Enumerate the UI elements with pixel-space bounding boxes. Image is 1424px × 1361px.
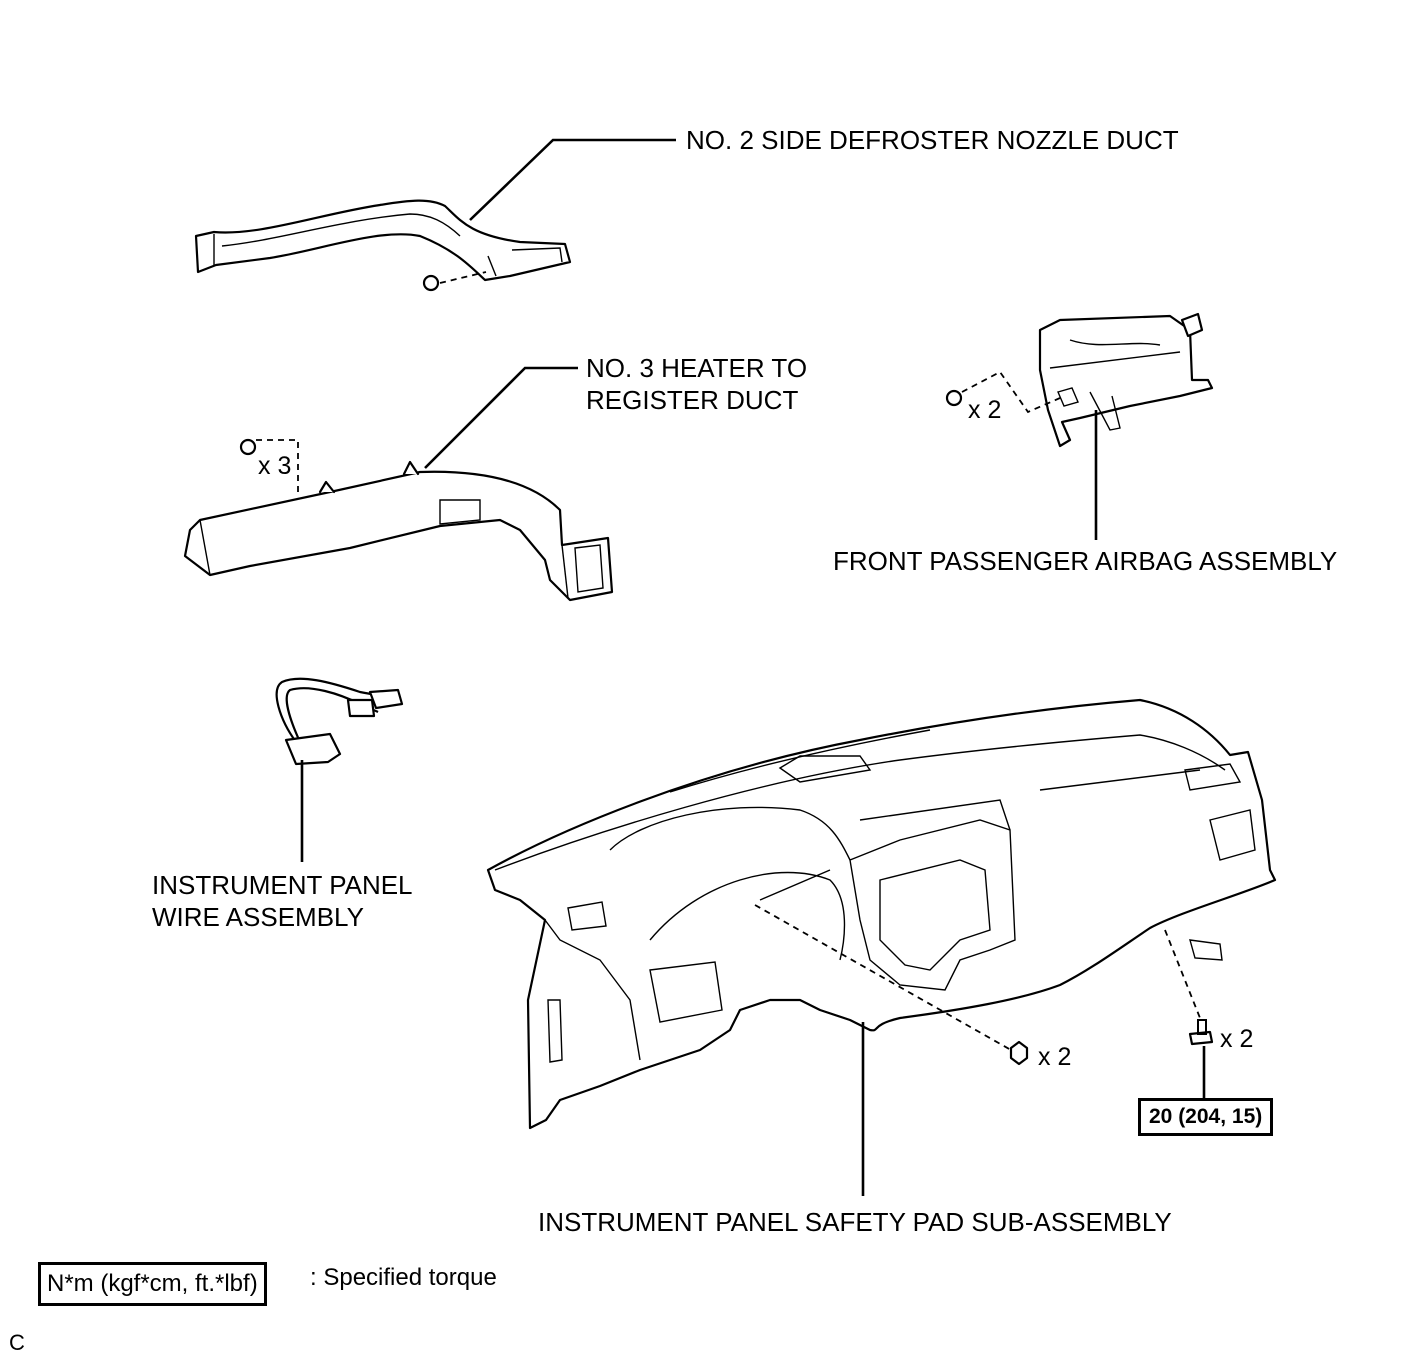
label-heater-duct: NO. 3 HEATER TO REGISTER DUCT <box>586 353 808 415</box>
corner-mark: C <box>9 1330 25 1355</box>
torque-spec-box: 20 (204, 15) <box>1138 1098 1274 1136</box>
defroster-duct-drawing <box>194 199 572 292</box>
safety-pad-drawing <box>486 698 1277 1130</box>
heater-leader <box>424 366 578 469</box>
quantity-pad-nuts: x 2 <box>1038 1043 1072 1071</box>
defroster-leader <box>469 138 676 221</box>
torque-legend-text: : Specified torque <box>310 1264 497 1291</box>
quantity-pad-bolts: x 2 <box>1220 1025 1254 1053</box>
label-safety-pad: INSTRUMENT PANEL SAFETY PAD SUB-ASSEMBLY <box>538 1207 1172 1237</box>
torque-legend-box: N*m (kgf*cm, ft.*lbf) <box>38 1262 267 1306</box>
quantity-heater-screws: x 3 <box>258 452 292 480</box>
label-wire-assembly: INSTRUMENT PANEL WIRE ASSEMBLY <box>152 870 413 932</box>
label-defroster-duct: NO. 2 SIDE DEFROSTER NOZZLE DUCT <box>686 125 1179 155</box>
label-airbag: FRONT PASSENGER AIRBAG ASSEMBLY <box>833 546 1338 576</box>
wire-assembly-drawing <box>275 677 404 766</box>
airbag-drawing <box>945 312 1214 448</box>
quantity-airbag-bolts: x 2 <box>968 396 1002 424</box>
heater-duct-drawing <box>183 438 614 602</box>
